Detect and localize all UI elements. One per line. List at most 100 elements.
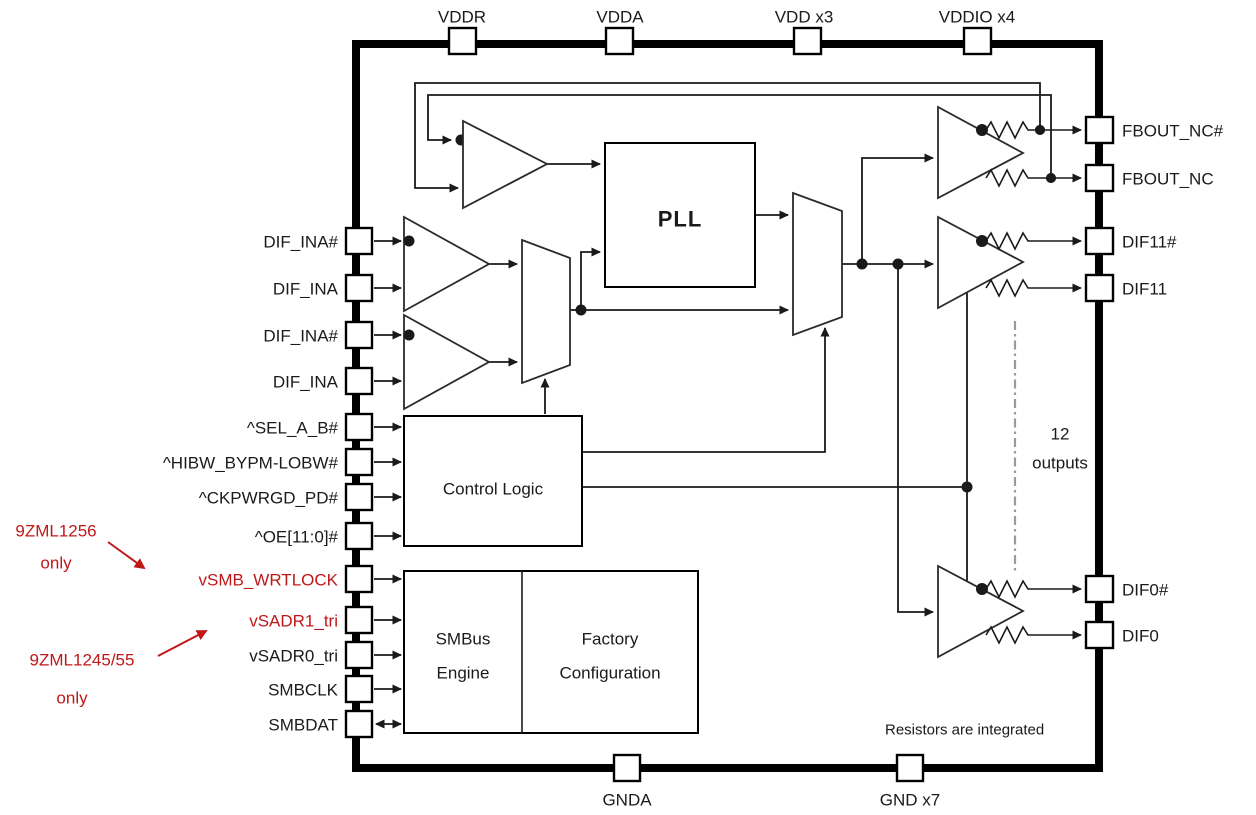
pin-label: DIF0# (1122, 581, 1169, 600)
junction-dot (1035, 125, 1045, 135)
pin-box (344, 226, 374, 256)
pin-dif0: DIF0 (1084, 620, 1159, 650)
pin-box (604, 26, 635, 56)
pin-label: DIF_INA# (263, 327, 338, 346)
amplifier-icon (937, 215, 1025, 310)
output-buffer-dif0 (937, 564, 1082, 659)
pin-hibw-bypm-lobw: ^HIBW_BYPM-LOBW# (163, 447, 374, 477)
note-12-outputs: 12 outputs (1032, 425, 1088, 473)
pin-box (895, 753, 925, 783)
pin-box (344, 674, 374, 704)
pin-smb-wrtlock: vSMB_WRTLOCK (199, 564, 374, 594)
pin-label: VDDIO x4 (939, 8, 1016, 27)
pin-label: DIF_INA (273, 373, 339, 392)
output-buffer-dif11 (937, 215, 1082, 310)
pin-box (1084, 273, 1115, 303)
resistor-icon (985, 120, 1082, 140)
resistor-icon (985, 231, 1082, 251)
pin-fbout-nc-n: FBOUT_NC# (1084, 115, 1224, 145)
pin-dif-ina-1: DIF_INA (273, 273, 374, 303)
pin-dif11: DIF11 (1084, 273, 1167, 303)
pin-vdd-x3: VDD x3 (775, 8, 834, 56)
smbus-engine-label-1: SMBus (436, 630, 491, 649)
polarity-dot (403, 235, 415, 247)
pin-label: FBOUT_NC (1122, 170, 1214, 189)
block-pll (604, 142, 756, 288)
block-control-logic (403, 415, 583, 547)
pin-box (344, 605, 374, 635)
resistor-icon (985, 168, 1082, 188)
pin-box (344, 640, 374, 670)
pin-box (344, 709, 374, 739)
control-wires (540, 293, 973, 581)
pin-label: DIF_INA# (263, 233, 338, 252)
variant-arrow-icon (157, 630, 208, 657)
pin-box (344, 521, 374, 551)
pin-label: SMBCLK (268, 681, 339, 700)
pin-label: VDDA (596, 8, 644, 27)
pin-dif-ina-2: DIF_INA (273, 366, 374, 396)
pin-label: vSADR0_tri (249, 647, 338, 666)
pin-sadr1-tri: vSADR1_tri (249, 605, 374, 635)
pin-label: vSMB_WRTLOCK (199, 571, 339, 590)
pin-gnda: GNDA (602, 753, 652, 810)
outputs-count-word: outputs (1032, 454, 1088, 473)
pin-label: DIF_INA (273, 280, 339, 299)
inversion-dot (976, 124, 988, 136)
pin-box (344, 273, 374, 303)
pin-dif-ina-n-2: DIF_INA# (263, 320, 374, 350)
block-smbus (403, 570, 699, 734)
inversion-dot (976, 583, 988, 595)
pin-box (344, 564, 374, 594)
pin-box (344, 320, 374, 350)
pin-label: FBOUT_NC# (1122, 122, 1224, 141)
pin-box (1084, 163, 1115, 193)
pin-label: VDDR (438, 8, 486, 27)
pin-label: DIF0 (1122, 627, 1159, 646)
pin-vdda: VDDA (596, 8, 644, 56)
pll-label: PLL (658, 207, 703, 232)
factory-config-label-2: Configuration (559, 664, 660, 683)
pin-box (344, 447, 374, 477)
variant-label-2: only (56, 689, 88, 708)
pin-label: ^HIBW_BYPM-LOBW# (163, 454, 339, 473)
pin-box (792, 26, 823, 56)
pin-label: vSADR1_tri (249, 612, 338, 631)
variant-label-1: 9ZML1256 (15, 522, 96, 541)
pin-box (1084, 226, 1115, 256)
input-buffer-a2 (403, 313, 491, 411)
pin-label: GND x7 (880, 791, 940, 810)
variant-note-9zml1256: 9ZML1256 only (15, 522, 146, 573)
input-mux (521, 238, 571, 385)
pin-label: VDD x3 (775, 8, 834, 27)
chip-outline (352, 40, 1103, 772)
pin-oe: ^OE[11:0]# (255, 521, 374, 551)
variant-arrow-icon (107, 541, 146, 570)
pin-smbclk: SMBCLK (268, 674, 374, 704)
pin-vddio-x4: VDDIO x4 (939, 8, 1016, 56)
polarity-dot (403, 329, 415, 341)
pin-fbout-nc: FBOUT_NC (1084, 163, 1214, 193)
pin-box (344, 412, 374, 442)
pin-box (447, 26, 478, 56)
resistor-icon (985, 625, 1082, 645)
input-buffer-a1 (403, 215, 491, 313)
left-pin-wires (374, 236, 402, 729)
smbus-engine-label-2: Engine (437, 664, 490, 683)
resistor-icon (985, 278, 1082, 298)
variant-label-2: only (40, 554, 72, 573)
pin-label: GNDA (602, 791, 652, 810)
junction-dot (1046, 173, 1056, 183)
pin-label: DIF11 (1122, 280, 1167, 299)
pin-gnd-x7: GND x7 (880, 753, 940, 810)
outputs-count-value: 12 (1051, 425, 1070, 444)
pin-box (1084, 620, 1115, 650)
pin-dif11-n: DIF11# (1084, 226, 1177, 256)
pin-box (344, 366, 374, 396)
inversion-dot (976, 235, 988, 247)
pin-sadr0-tri: vSADR0_tri (249, 640, 374, 670)
pin-dif0-n: DIF0# (1084, 574, 1169, 604)
pin-label: ^SEL_A_B# (247, 419, 339, 438)
